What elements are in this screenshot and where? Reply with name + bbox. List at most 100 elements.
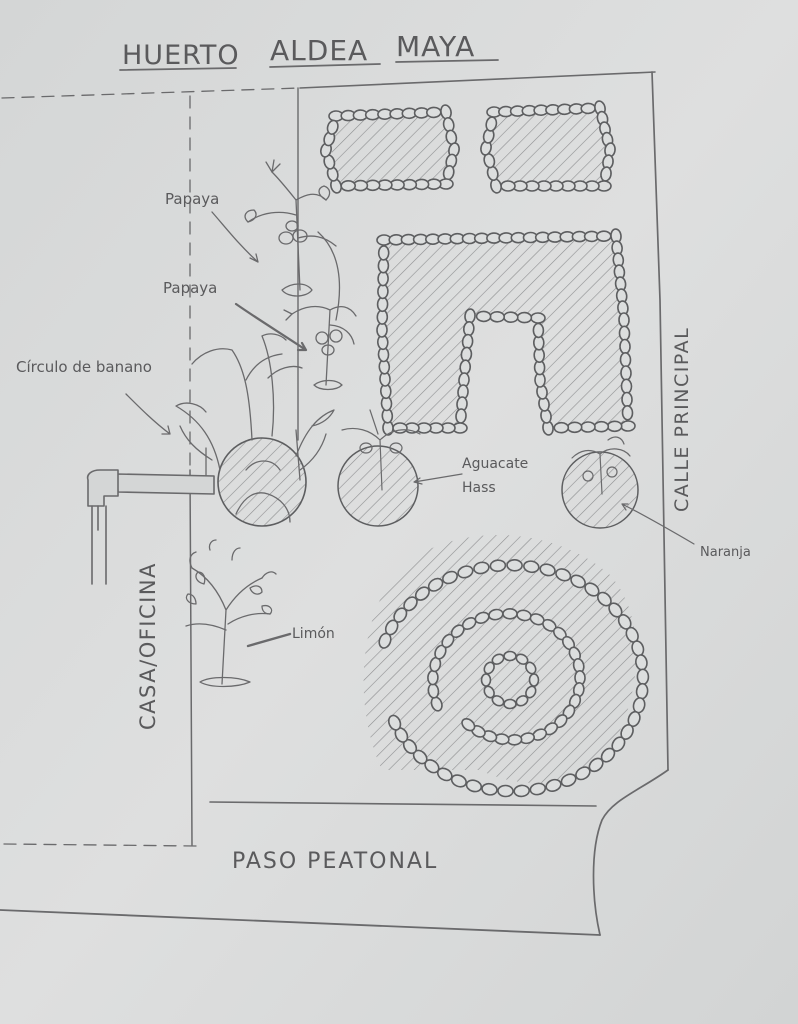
label-banana-circle: Círculo de banano xyxy=(16,358,171,435)
stone xyxy=(618,312,630,328)
top-left-bed-hatch xyxy=(332,112,450,184)
stone xyxy=(570,574,586,589)
stone xyxy=(326,119,339,135)
top-right-bed xyxy=(480,100,616,194)
stone xyxy=(497,784,514,798)
walkway-bottom-edge xyxy=(0,909,601,936)
stone xyxy=(491,695,505,707)
title-word-aldea: ALDEA xyxy=(270,34,368,67)
stone xyxy=(503,311,519,324)
spiral-bed-stones xyxy=(378,558,650,798)
label-papaya-1: Papaya xyxy=(165,190,259,263)
stone xyxy=(539,563,556,577)
stone xyxy=(480,673,492,687)
label-papaya-2-text: Papaya xyxy=(163,279,217,297)
label-walkway: PASO PEATONAL xyxy=(232,849,438,874)
stone xyxy=(584,582,600,597)
top-right-bed-stones xyxy=(480,100,616,194)
stone xyxy=(620,420,636,432)
label-orange: Naranja xyxy=(621,503,751,560)
stone xyxy=(530,312,546,324)
stone xyxy=(483,685,495,699)
stone xyxy=(588,757,604,773)
label-avocado-line1: Aguacate xyxy=(462,456,528,472)
stone xyxy=(473,561,490,575)
label-papaya-2: Papaya xyxy=(163,279,308,352)
garden-bottom-edge xyxy=(209,801,597,807)
stone xyxy=(606,420,623,433)
label-house-office: CASA/OFICINA xyxy=(136,562,160,730)
papaya-tree-2 xyxy=(283,305,357,391)
stone xyxy=(553,421,570,434)
label-avocado-arrow xyxy=(413,473,463,485)
property-outline xyxy=(0,71,669,936)
label-orange-text: Naranja xyxy=(700,545,751,560)
u-shaped-bed-hatch xyxy=(384,238,624,428)
label-lemon: Limón xyxy=(246,626,335,648)
garden-corner-curve xyxy=(592,769,669,936)
stone xyxy=(457,565,474,579)
u-shaped-bed-stones xyxy=(376,228,636,436)
lemon-tree xyxy=(185,539,277,688)
stone xyxy=(491,653,505,665)
stone xyxy=(525,685,537,699)
stone xyxy=(414,586,430,601)
stone xyxy=(513,784,530,798)
stone xyxy=(619,352,632,368)
stone xyxy=(489,559,507,573)
u-shaped-bed xyxy=(376,228,636,436)
stone xyxy=(427,669,439,686)
label-orange-arrow xyxy=(621,503,695,545)
label-papaya-1-text: Papaya xyxy=(165,190,219,208)
stone xyxy=(340,179,356,192)
title-underline-huerto xyxy=(119,67,237,71)
stone xyxy=(528,673,540,687)
stone xyxy=(525,661,537,675)
water-tap xyxy=(86,469,215,585)
stone xyxy=(442,570,458,585)
stone xyxy=(403,596,418,612)
stone xyxy=(620,365,632,381)
top-left-bed xyxy=(320,104,460,194)
house-wall xyxy=(189,469,193,846)
banana-circle xyxy=(175,333,335,527)
label-papaya-2-arrow xyxy=(234,302,308,352)
stone xyxy=(377,283,389,300)
stone xyxy=(621,391,633,408)
stone xyxy=(387,714,402,731)
stone xyxy=(483,661,495,675)
title-underline-aldea xyxy=(269,63,381,68)
stone xyxy=(593,420,610,433)
stone xyxy=(545,778,562,792)
stone xyxy=(376,309,389,325)
stone xyxy=(503,650,517,662)
label-main-street: CALLE PRINCIPAL xyxy=(671,327,693,512)
stone xyxy=(376,296,389,313)
title: HUERTO ALDEA MAYA xyxy=(119,30,499,71)
stone xyxy=(465,779,483,793)
stone xyxy=(377,245,390,261)
stone xyxy=(426,106,442,119)
stone xyxy=(377,270,389,287)
stone xyxy=(377,257,390,274)
stone xyxy=(502,607,518,620)
stone xyxy=(427,577,444,592)
stone xyxy=(575,766,591,781)
stone xyxy=(560,773,577,787)
stone xyxy=(635,682,649,700)
dashed-boundary-top xyxy=(1,87,301,99)
stone xyxy=(485,116,498,132)
stone xyxy=(620,378,633,395)
title-underline-maya xyxy=(395,59,499,63)
top-left-bed-stones xyxy=(320,104,460,194)
stone xyxy=(636,668,650,686)
stone xyxy=(376,322,388,338)
stone xyxy=(618,325,631,342)
papaya-tree-1 xyxy=(244,159,341,321)
label-lemon-arrow xyxy=(246,632,292,648)
garden-top-edge xyxy=(299,71,656,89)
stone xyxy=(506,558,523,572)
garden-right-edge xyxy=(651,71,669,771)
stone xyxy=(503,698,517,710)
